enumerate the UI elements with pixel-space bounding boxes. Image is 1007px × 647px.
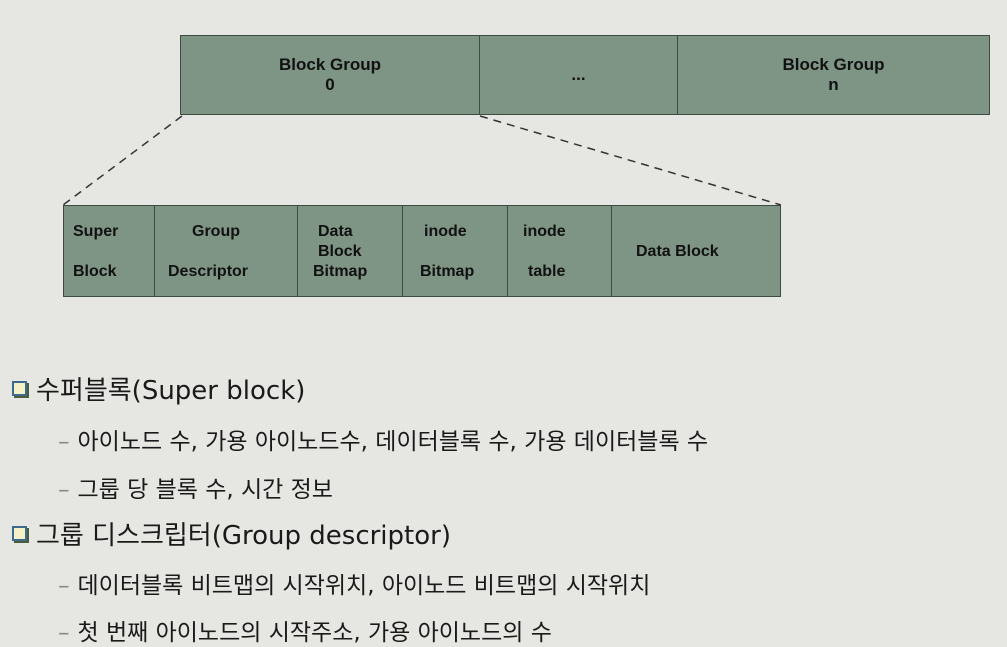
block-group-0: Block Group 0 <box>180 35 480 115</box>
data-block-bitmap-line2: Block <box>318 243 362 260</box>
data-block-bitmap-line3: Bitmap <box>313 263 368 280</box>
checkbox-bullet-icon <box>12 526 27 541</box>
group-descriptor-line2: Descriptor <box>168 263 249 280</box>
group-descriptor-cell: Group Descriptor <box>154 205 298 297</box>
super-block-line1: Super <box>73 223 119 240</box>
super-block-item-1: –아이노드 수, 가용 아이노드수, 데이터블록 수, 가용 데이터블록 수 <box>58 422 708 456</box>
dash-bullet-icon: – <box>58 477 70 503</box>
inode-bitmap-line1: inode <box>424 223 467 240</box>
dash-bullet-icon: – <box>58 620 70 646</box>
inode-table-cell: inode table <box>507 205 612 297</box>
section-super-block-heading: 수퍼블록(Super block) <box>12 370 305 407</box>
group-descriptor-item-1-text: 데이터블록 비트맵의 시작위치, 아이노드 비트맵의 시작위치 <box>77 573 651 599</box>
section-group-descriptor-heading: 그룹 디스크립터(Group descriptor) <box>12 515 451 552</box>
block-group-0-label: Block Group <box>278 55 381 74</box>
section-group-descriptor-title: 그룹 디스크립터(Group descriptor) <box>36 521 451 551</box>
inode-table-line2: table <box>528 263 566 280</box>
data-block-bitmap-line1: Data <box>318 223 353 240</box>
data-block-bitmap-cell: Data Block Bitmap <box>297 205 403 297</box>
block-group-n: Block Group n <box>677 35 990 115</box>
section-super-block-title: 수퍼블록(Super block) <box>36 376 306 406</box>
inode-bitmap-line2: Bitmap <box>420 263 475 280</box>
data-block-cell: Data Block <box>611 205 781 297</box>
zoom-line-right <box>479 115 782 206</box>
block-group-ellipsis: ... <box>479 35 678 115</box>
super-block-item-2: –그룹 당 블록 수, 시간 정보 <box>58 470 333 504</box>
block-group-0-index: 0 <box>325 75 335 94</box>
block-group-ellipsis-label: ... <box>571 65 586 84</box>
checkbox-bullet-icon <box>12 381 27 396</box>
super-block-item-2-text: 그룹 당 블록 수, 시간 정보 <box>77 477 333 503</box>
zoom-line-left <box>62 115 183 206</box>
inode-table-line1: inode <box>523 223 566 240</box>
group-descriptor-item-2: –첫 번째 아이노드의 시작주소, 가용 아이노드의 수 <box>58 613 552 647</box>
super-block-cell: Super Block <box>63 205 155 297</box>
block-group-n-label: Block Group <box>782 55 885 74</box>
group-descriptor-item-2-text: 첫 번째 아이노드의 시작주소, 가용 아이노드의 수 <box>77 620 552 646</box>
super-block-line2: Block <box>73 263 117 280</box>
group-descriptor-line1: Group <box>192 223 240 240</box>
group-descriptor-item-1: –데이터블록 비트맵의 시작위치, 아이노드 비트맵의 시작위치 <box>58 566 650 600</box>
inode-bitmap-cell: inode Bitmap <box>402 205 508 297</box>
dash-bullet-icon: – <box>58 573 70 599</box>
block-group-n-index: n <box>828 75 839 94</box>
data-block-label: Data Block <box>636 243 719 260</box>
dash-bullet-icon: – <box>58 429 70 455</box>
super-block-item-1-text: 아이노드 수, 가용 아이노드수, 데이터블록 수, 가용 데이터블록 수 <box>77 429 709 455</box>
